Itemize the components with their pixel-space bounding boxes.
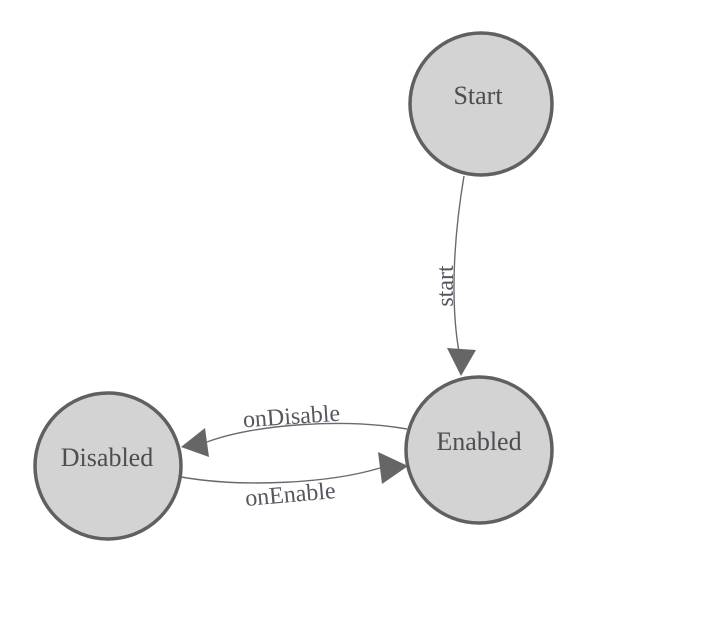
state-label-disabled: Disabled <box>61 443 153 472</box>
edge-disabled-to-enabled <box>180 467 381 484</box>
arrowhead-into-enabled-left-icon <box>378 452 408 484</box>
state-label-enabled: Enabled <box>436 427 521 456</box>
state-circle-enabled <box>404 375 554 525</box>
state-label-start: Start <box>453 81 503 110</box>
state-node-start: Start <box>408 31 554 177</box>
arrowhead-into-enabled-top-icon <box>447 348 476 376</box>
state-circle-start <box>408 31 554 177</box>
transition-ondisable: onDisable <box>181 401 408 457</box>
transition-onenable: onEnable <box>180 452 408 512</box>
edge-label-start: start <box>433 265 459 307</box>
state-node-disabled: Disabled <box>33 391 183 541</box>
transition-start: start <box>433 175 476 376</box>
edge-start-to-enabled <box>453 175 465 353</box>
arrowhead-into-disabled-icon <box>181 428 209 457</box>
edge-enabled-to-disabled <box>206 422 408 443</box>
state-node-enabled: Enabled <box>404 375 554 525</box>
state-circle-disabled <box>33 391 183 541</box>
edge-label-ondisable: onDisable <box>242 401 341 434</box>
